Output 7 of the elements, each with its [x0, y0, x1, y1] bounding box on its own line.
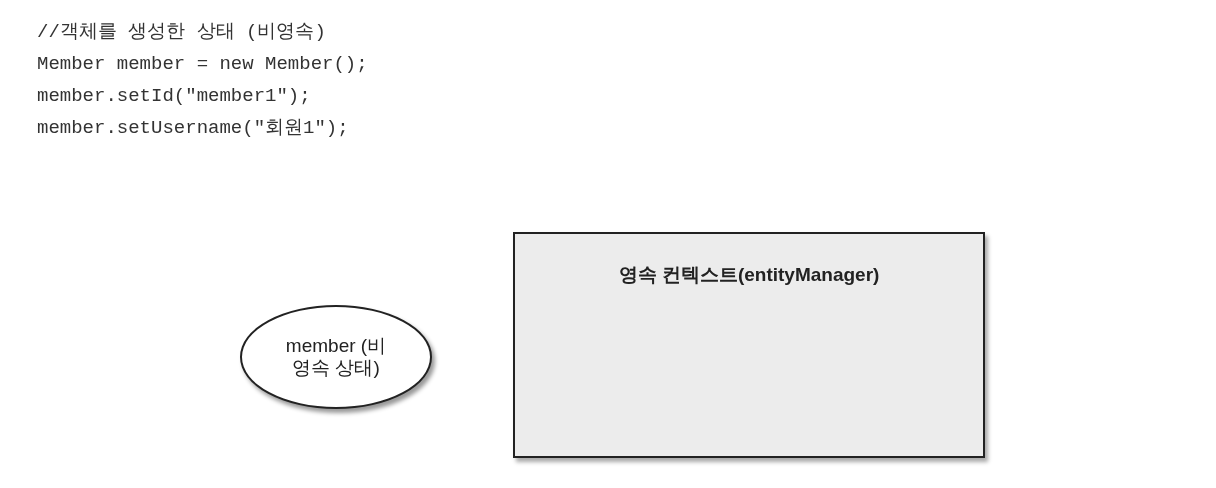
code-comment: //객체를 생성한 상태 (비영속) — [37, 20, 326, 44]
box-heading: 영속 컨텍스트(entityManager) — [617, 263, 881, 287]
code-line: Member member = new Member(); — [37, 52, 368, 76]
code-line: member.setId("member1"); — [37, 84, 311, 108]
context-box — [513, 232, 985, 458]
code-line: member.setUsername("회원1"); — [37, 116, 349, 140]
node-label: member (비영속 상태) — [284, 335, 388, 379]
